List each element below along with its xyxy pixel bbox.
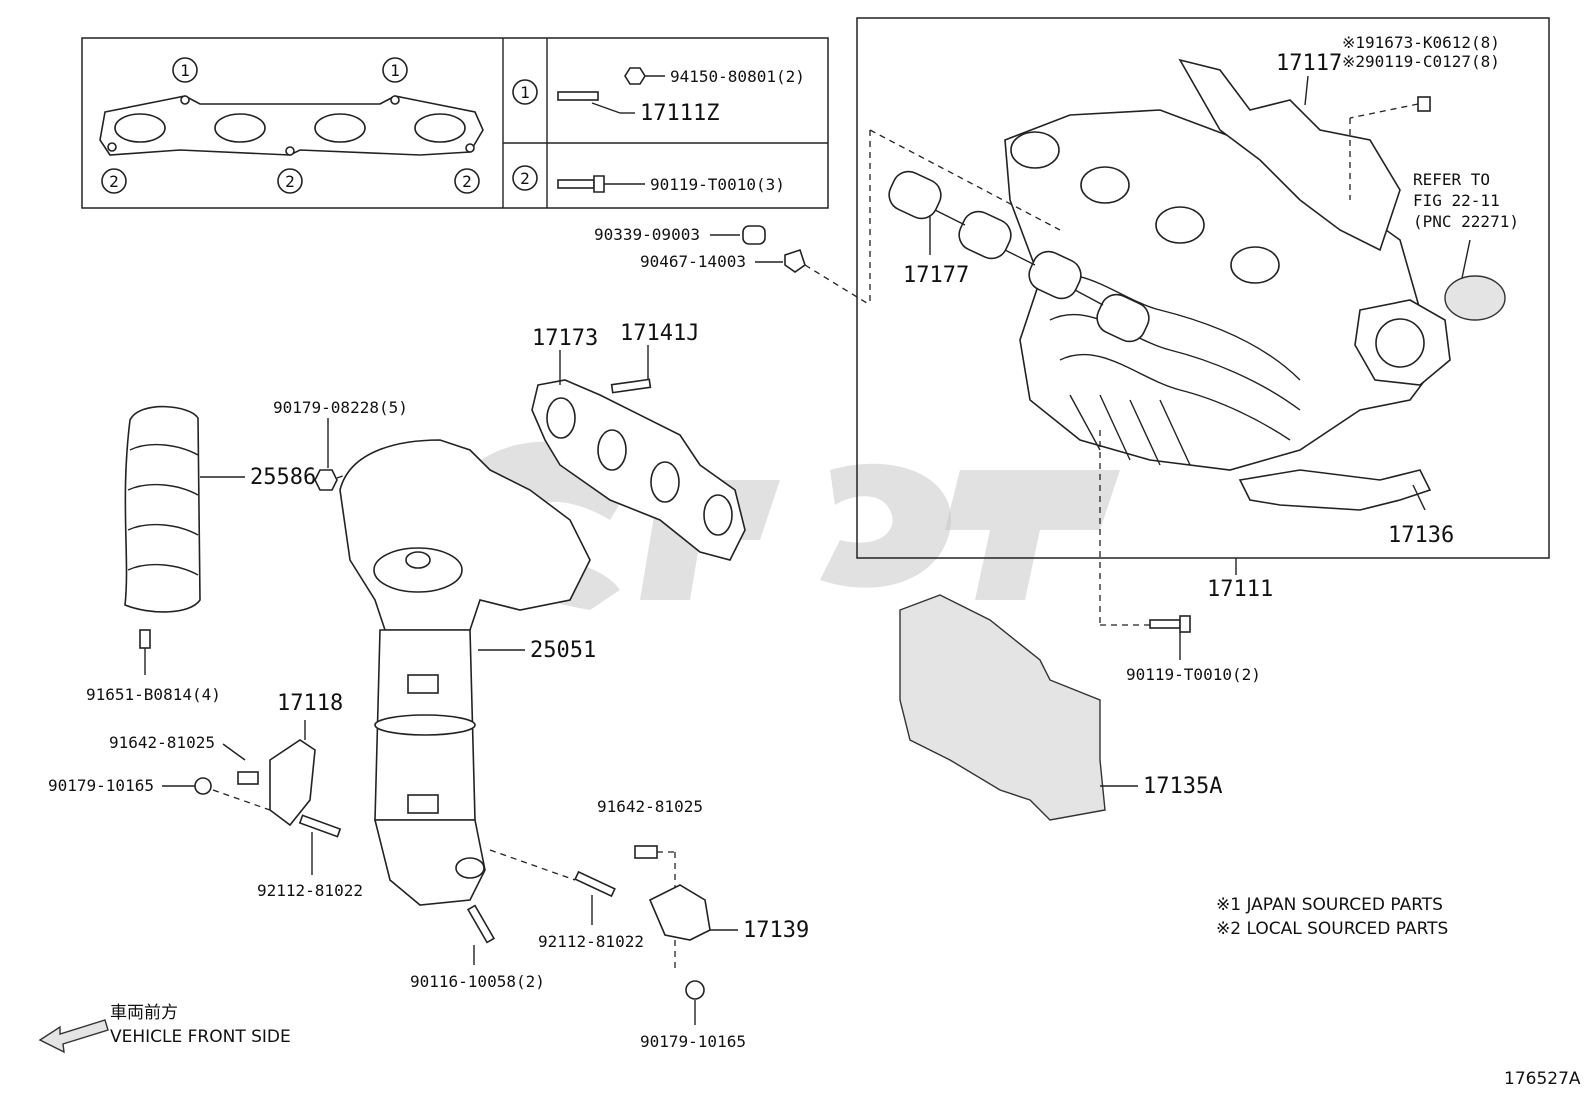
figure-id: 176527A	[1504, 1069, 1581, 1089]
gasket-callout-2c: 2	[454, 168, 480, 194]
front-direction-arrow-icon	[38, 1019, 109, 1054]
front-direction-label-en: VEHICLE FRONT SIDE	[110, 1027, 291, 1047]
label-17111Z: 17111Z	[640, 101, 719, 126]
label-92112-81022-b: 92112-81022	[538, 932, 644, 951]
stud-92112-a-icon	[298, 814, 342, 838]
stud-bolt-icon	[557, 91, 599, 101]
row-marker-1: 1	[512, 79, 538, 105]
label-17111: 17111	[1207, 577, 1273, 602]
label-17173: 17173	[532, 326, 598, 351]
nut-90179-08228-icon	[314, 469, 338, 491]
heat-insulator-25586-shape	[124, 405, 201, 613]
label-17141J: 17141J	[620, 321, 699, 346]
label-91642-81025-a: 91642-81025	[109, 733, 215, 752]
label-91642-81025-b: 91642-81025	[597, 797, 703, 816]
bracket-17139-shape	[648, 884, 711, 941]
svg-text:1: 1	[520, 83, 530, 102]
bolt-icon	[557, 179, 595, 189]
intake-manifold-box: ※191673-K0612(8) ※290119-C0127(8) 17117 …	[856, 17, 1550, 625]
nut-icon	[624, 67, 646, 85]
label-17118: 17118	[277, 691, 343, 716]
bracket-17118-shape	[269, 739, 316, 827]
label-92112-81022-a: 92112-81022	[257, 881, 363, 900]
gasket-callout-1a: 1	[172, 57, 198, 83]
gasket-callout-1b: 1	[382, 57, 408, 83]
exhaust-gasket-17173-shape	[531, 379, 746, 561]
svg-text:1: 1	[390, 61, 400, 80]
label-17177: 17177	[903, 263, 969, 288]
nut-90179-10165-b-icon	[685, 980, 705, 1000]
gasket-callout-2a: 2	[101, 168, 127, 194]
nut-90179-10165-a-icon	[194, 777, 212, 795]
svg-text:1: 1	[180, 61, 190, 80]
label-91651-B0814: 91651-B0814(4)	[86, 685, 221, 704]
label-17117: 17117	[1276, 51, 1342, 76]
heat-insulator-17135A-shape	[899, 594, 1106, 821]
exhaust-gasket-shape	[99, 95, 484, 156]
stud-90116-icon	[466, 904, 496, 944]
svg-text:2: 2	[520, 169, 530, 188]
refer-fig-label: FIG 22-11	[1413, 191, 1500, 210]
gasket-callout-2b: 2	[277, 168, 303, 194]
bracket-17117-shape	[1178, 58, 1401, 252]
row-marker-2: 2	[512, 165, 538, 191]
svg-text:2: 2	[285, 172, 295, 191]
sleeve-90339-icon	[742, 225, 766, 245]
label-25051: 25051	[530, 638, 596, 663]
note-local-part-number: ※290119-C0127(8)	[1342, 52, 1500, 71]
label-90116-10058: 90116-10058(2)	[410, 972, 545, 991]
label-25586: 25586	[250, 465, 316, 490]
label-90179-08228: 90179-08228(5)	[273, 398, 408, 417]
label-90119-T0010-2: 90119-T0010(2)	[1126, 665, 1261, 684]
refer-pnc-label: (PNC 22271)	[1413, 212, 1519, 231]
label-17136: 17136	[1388, 523, 1454, 548]
label-90119-T0010-3: 90119-T0010(3)	[650, 175, 785, 194]
legend-local-sourced: ※2 LOCAL SOURCED PARTS	[1216, 919, 1448, 939]
front-direction-label-jp: 車両前方	[110, 1003, 178, 1023]
clip-90467-icon	[784, 248, 806, 273]
intake-screen-ring	[1444, 275, 1506, 321]
refer-to-label: REFER TO	[1413, 170, 1490, 189]
label-90467-14003: 90467-14003	[640, 252, 746, 271]
svg-text:2: 2	[109, 172, 119, 191]
label-90179-10165-b: 90179-10165	[640, 1032, 746, 1051]
heat-insulator-17136-shape	[1238, 469, 1432, 511]
stud-17141J-icon	[610, 378, 652, 394]
stud-92112-b-icon	[574, 870, 616, 898]
label-90179-10165-a: 90179-10165	[48, 776, 154, 795]
label-17139: 17139	[743, 918, 809, 943]
svg-text:2: 2	[462, 172, 472, 191]
legend-japan-sourced: ※1 JAPAN SOURCED PARTS	[1216, 895, 1443, 915]
note-japan-part-number: ※191673-K0612(8)	[1342, 33, 1500, 52]
label-94150-80801: 94150-80801(2)	[670, 67, 805, 86]
gasket-detail-box: 1 1 2 2 2 1 2 94150-80801(2) 17111Z 9011…	[81, 37, 829, 209]
label-17135A: 17135A	[1143, 774, 1222, 799]
label-90339-09003: 90339-09003	[594, 225, 700, 244]
